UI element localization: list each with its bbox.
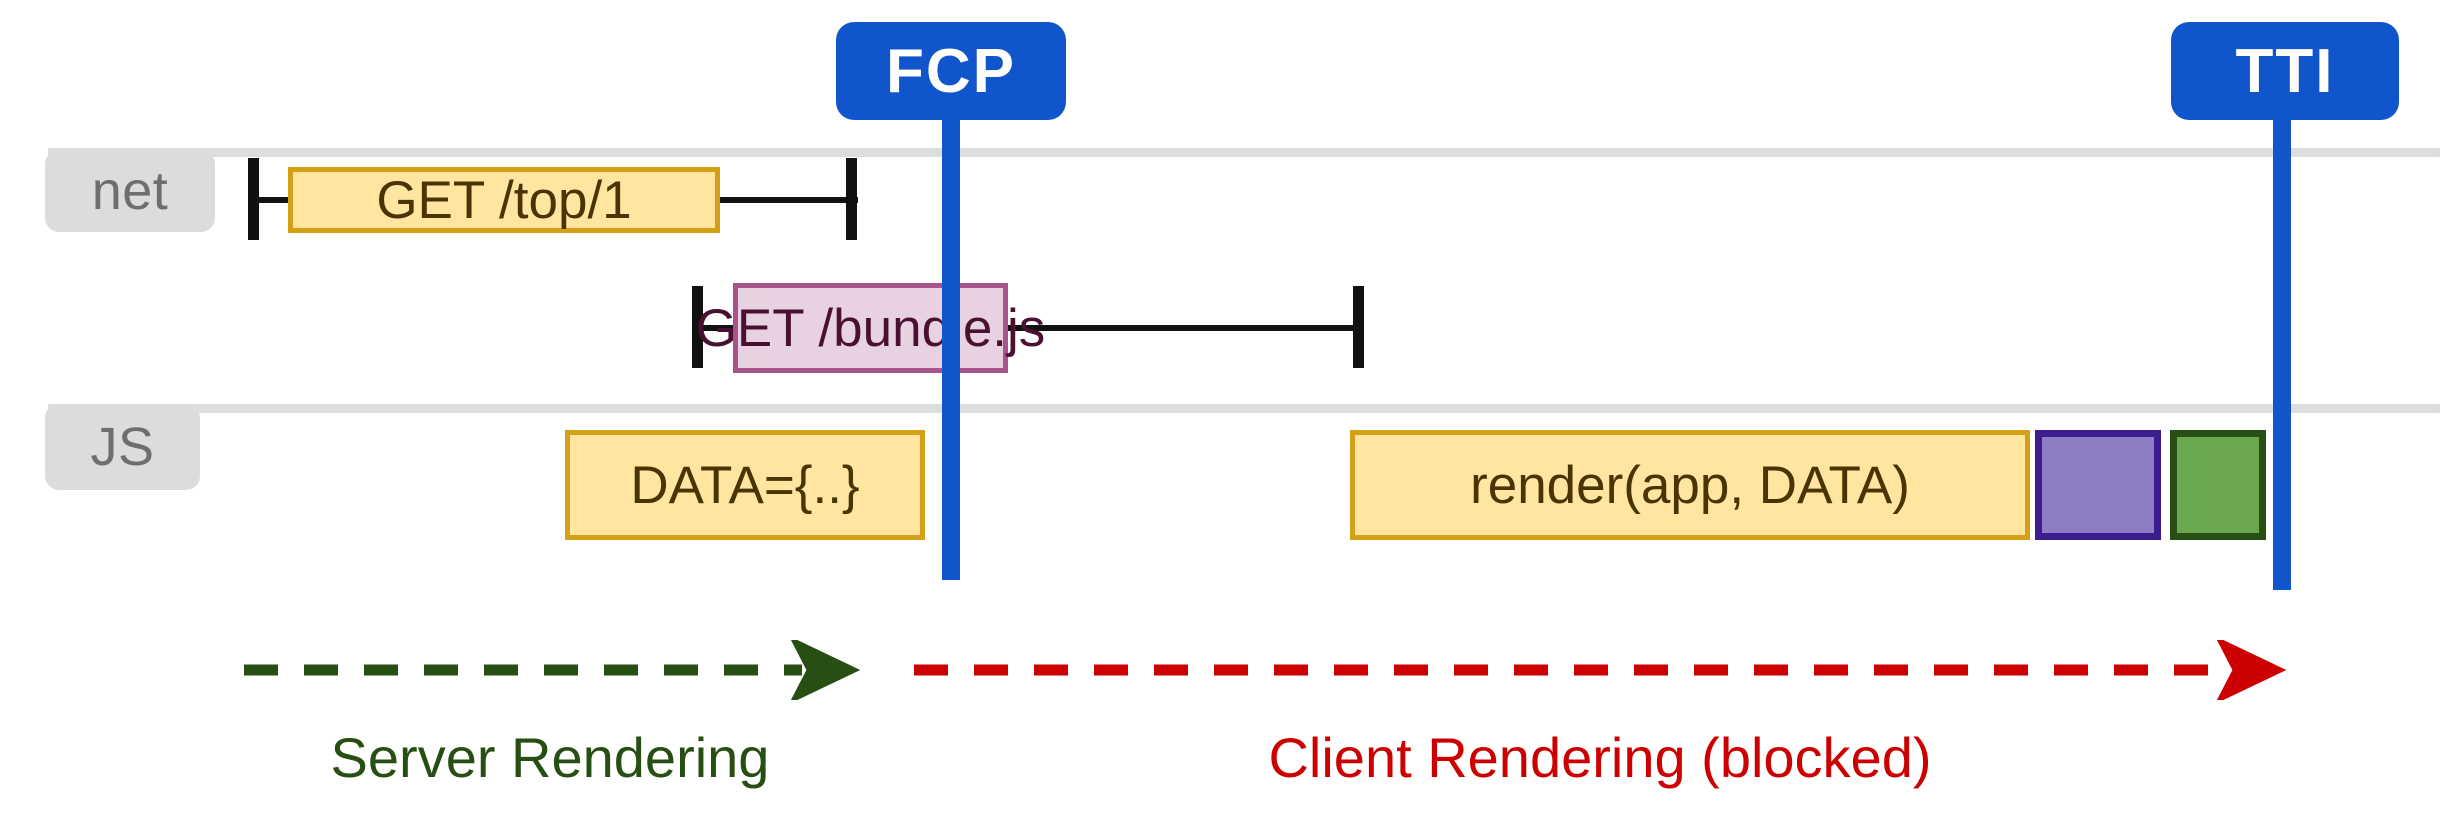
phase-server [240, 640, 860, 700]
phase-label-server: Server Rendering [240, 730, 860, 786]
lane-label-js-text: JS [90, 417, 155, 477]
lane-label-net-text: net [91, 161, 169, 221]
task-data-label: DATA={..} [630, 455, 860, 515]
lane-label-net: net [45, 150, 215, 232]
task-get-bundle[interactable]: GET /bundle.js [696, 283, 1045, 373]
task-render[interactable]: render(app, DATA) [1350, 430, 2030, 540]
milestone-line-tti [2273, 110, 2291, 590]
phase-label-client: Client Rendering (blocked) [910, 730, 2290, 786]
lane-label-js: JS [45, 404, 200, 490]
milestone-line-fcp [942, 110, 960, 580]
whisker-cap-start-get-top [248, 158, 259, 240]
task-get-bundle-label: GET /bundle.js [695, 298, 1046, 358]
whisker-cap-end-get-top [846, 158, 857, 240]
phase-label-client-text: Client Rendering (blocked) [1268, 726, 1932, 789]
task-block-purple[interactable] [2035, 430, 2161, 540]
phase-label-server-text: Server Rendering [330, 726, 770, 789]
server-phase-arrow-icon [244, 640, 860, 700]
whisker-cap-end-get-bundle [1353, 286, 1364, 368]
task-data[interactable]: DATA={..} [565, 430, 925, 540]
whisker-line-get-bundle [692, 325, 1364, 331]
whisker-cap-start-get-bundle [692, 286, 703, 368]
milestone-badge-tti[interactable]: TTI [2171, 22, 2399, 120]
lane-rule-net [48, 148, 2440, 157]
task-get-top[interactable]: GET /top/1 [288, 167, 720, 233]
task-get-top-label: GET /top/1 [376, 170, 632, 230]
task-render-label: render(app, DATA) [1470, 455, 1910, 515]
phase-client [910, 640, 2290, 700]
milestone-badge-fcp-label: FCP [886, 36, 1016, 106]
milestone-badge-fcp[interactable]: FCP [836, 22, 1066, 120]
client-phase-arrow-icon [914, 640, 2287, 700]
task-block-green[interactable] [2170, 430, 2266, 540]
milestone-badge-tti-label: TTI [2235, 36, 2335, 106]
lane-rule-js [48, 404, 2440, 413]
